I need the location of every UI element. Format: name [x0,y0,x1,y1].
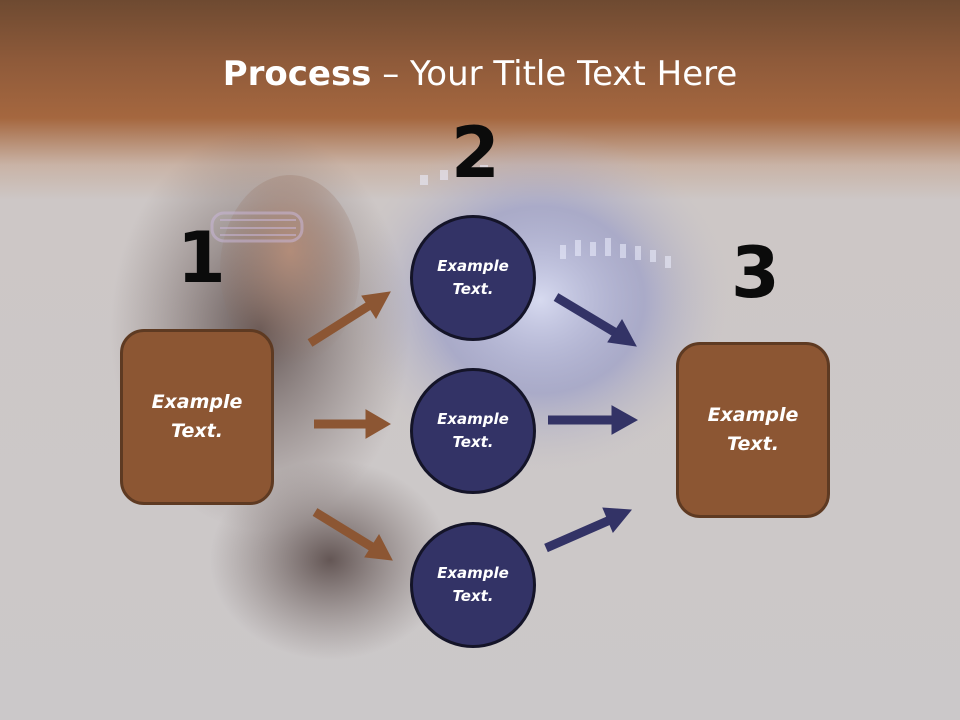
step-2-circle-top: Example Text. [410,215,536,341]
title-rest: – Your Title Text Here [371,54,738,94]
step-2-circle-bottom: Example Text. [410,522,536,648]
arrow-left-down [312,508,393,561]
title-strong: Process [222,54,372,94]
arrow-left-up [307,291,391,347]
step-number-3: 3 [731,232,780,314]
slide-title: Process – Your Title Text Here [0,52,960,96]
arrow-right-down [544,507,632,553]
step-2-text-middle: Example Text. [437,410,509,451]
step-2-circle-middle: Example Text. [410,368,536,494]
step-2-text-top: Example Text. [437,257,509,298]
step-3-text: Example Text. [707,404,799,455]
step-number-1: 1 [177,217,226,299]
arrow-left-middle [314,409,391,439]
step-1-text: Example Text. [151,391,243,442]
arrows-right-group [544,293,639,553]
step-3-box: Example Text. [676,342,830,518]
step-number-2: 2 [451,112,500,194]
arrow-right-up [553,293,637,347]
arrows-left-group [307,291,393,561]
step-2-text-bottom: Example Text. [437,564,509,605]
step-1-box: Example Text. [120,329,274,505]
arrow-right-middle [548,405,639,435]
